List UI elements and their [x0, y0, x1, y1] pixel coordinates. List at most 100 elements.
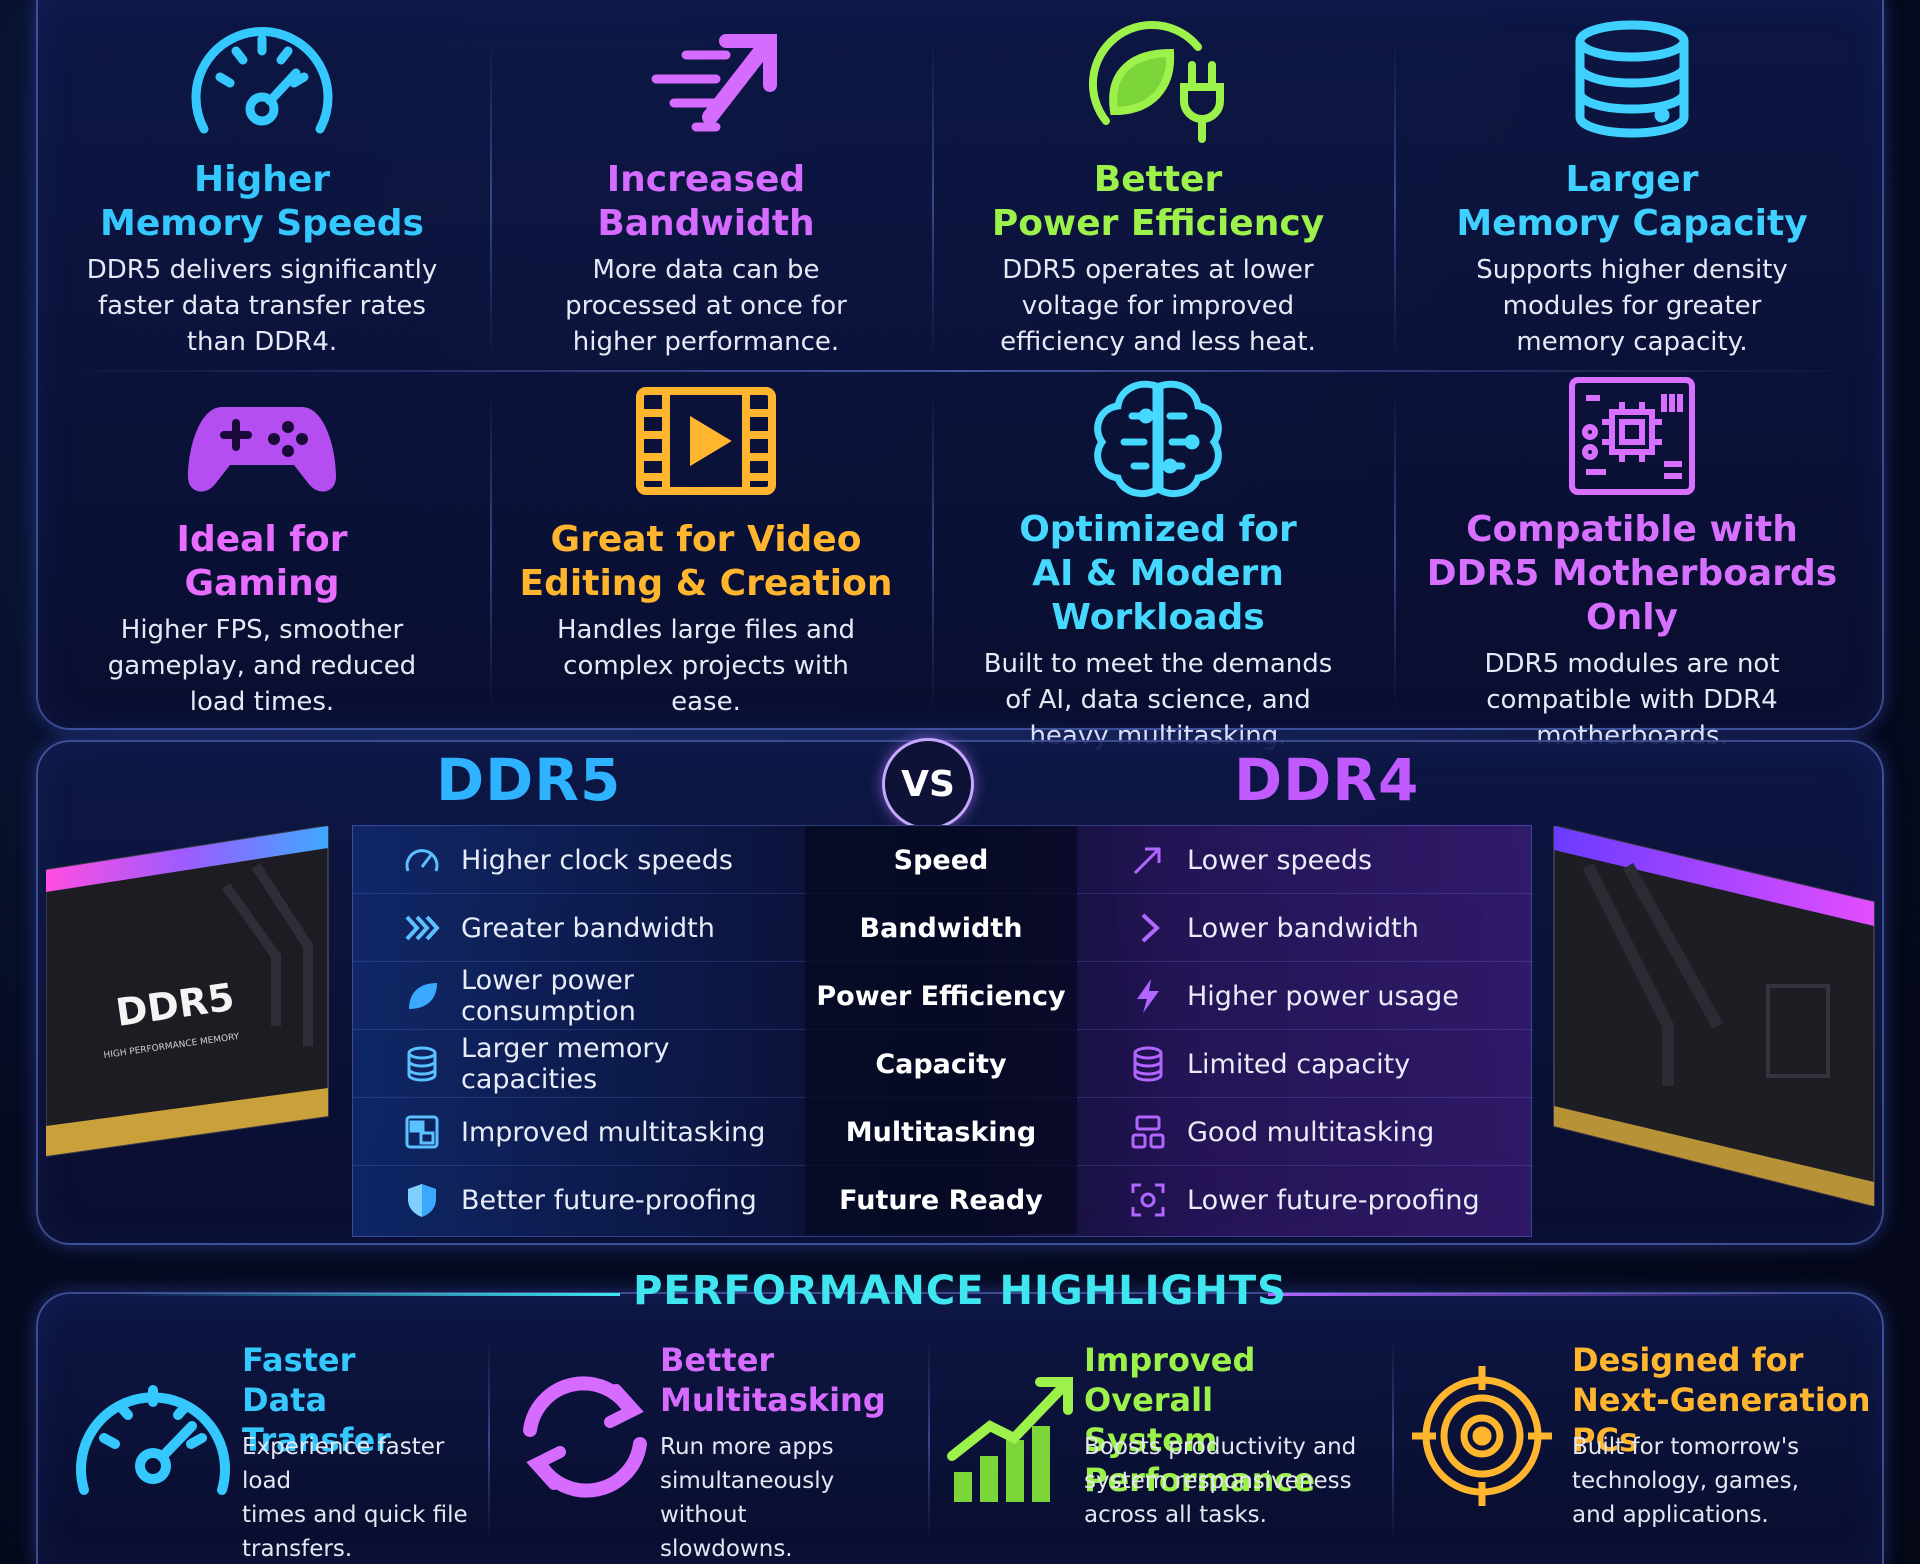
arrow-up-right-icon — [621, 12, 791, 152]
ddr4-value: Lower bandwidth — [1187, 912, 1419, 944]
chevron-icon — [1129, 909, 1167, 947]
metric-label: Future Ready — [805, 1166, 1077, 1234]
ddr5-cell: Higher clock speeds — [353, 826, 805, 894]
ddr4-cell: Lower speeds — [1077, 826, 1533, 894]
table-row: Higher clock speeds Speed Lower speeds — [353, 826, 1533, 894]
divider — [1394, 40, 1396, 360]
metric-label: Speed — [805, 826, 1077, 894]
ddr4-value: Lower speeds — [1187, 844, 1373, 876]
divider — [932, 390, 934, 710]
ddr5-cell: Lower power consumption — [353, 962, 805, 1030]
ddr5-cell: Larger memory capacities — [353, 1030, 805, 1098]
expand-icon — [1129, 1181, 1167, 1219]
table-row: Lower power consumption Power Efficiency… — [353, 962, 1533, 1030]
highlights-title: PERFORMANCE HIGHLIGHTS — [633, 1268, 1287, 1314]
brain-icon — [1073, 372, 1243, 502]
ddr4-value: Good multitasking — [1187, 1116, 1435, 1148]
metric-label: Bandwidth — [805, 894, 1077, 962]
gamepad-icon — [177, 372, 347, 512]
windows-icon — [1129, 1113, 1167, 1151]
database-icon — [1129, 1045, 1167, 1083]
ddr5-value: Better future-proofing — [461, 1184, 757, 1216]
divider — [1394, 390, 1396, 710]
ddr5-value: Lower power consumption — [461, 965, 636, 1027]
ddr4-ram-image — [1548, 824, 1878, 1208]
title-rule — [1268, 1293, 1798, 1296]
ddr4-value: Higher power usage — [1187, 980, 1459, 1012]
cycle-arrows-icon — [500, 1360, 670, 1510]
divider — [488, 1340, 490, 1540]
ddr4-cell: Lower future-proofing — [1077, 1166, 1533, 1234]
ddr5-value: Greater bandwidth — [461, 912, 715, 944]
comparison-table: Higher clock speeds Speed Lower speeds G… — [352, 825, 1533, 1237]
metric-label: Capacity — [805, 1030, 1077, 1098]
metric-label: Power Efficiency — [805, 962, 1077, 1030]
table-row: Larger memory capacities Capacity Limite… — [353, 1030, 1533, 1098]
target-icon — [1404, 1360, 1574, 1510]
windows-icon — [403, 1113, 441, 1151]
divider — [1392, 1340, 1394, 1540]
speedometer-icon — [68, 1360, 238, 1510]
chevrons-icon — [403, 909, 441, 947]
database-icon — [1547, 12, 1717, 152]
ddr4-cell: Lower bandwidth — [1077, 894, 1533, 962]
ddr4-cell: Good multitasking — [1077, 1098, 1533, 1166]
leaf-plug-icon — [1073, 12, 1243, 152]
arrow-icon — [1129, 841, 1167, 879]
divider — [40, 370, 1880, 372]
divider — [932, 40, 934, 360]
divider — [928, 1340, 930, 1540]
database-icon — [403, 1045, 441, 1083]
bolt-icon — [1129, 977, 1167, 1015]
title-rule — [120, 1293, 620, 1296]
ddr5-value: Larger memory capacities — [461, 1033, 670, 1095]
shield-icon — [403, 1181, 441, 1219]
ddr4-value: Limited capacity — [1187, 1048, 1411, 1080]
ddr4-title: DDR4 — [1234, 746, 1420, 814]
divider — [490, 40, 492, 360]
speedometer-icon — [177, 12, 347, 152]
film-play-icon — [621, 372, 791, 512]
gauge-icon — [403, 841, 441, 879]
ddr4-cell: Higher power usage — [1077, 962, 1533, 1030]
features-panel — [36, 0, 1884, 730]
ddr5-value: Higher clock speeds — [461, 844, 733, 876]
vs-badge: VS — [882, 738, 974, 830]
divider — [490, 390, 492, 710]
motherboard-icon — [1547, 372, 1717, 502]
table-row: Greater bandwidth Bandwidth Lower bandwi… — [353, 894, 1533, 962]
table-row: Better future-proofing Future Ready Lowe… — [353, 1166, 1533, 1234]
ddr4-value: Lower future-proofing — [1187, 1184, 1480, 1216]
ddr5-ram-image: DDR5 HIGH PERFORMANCE MEMORY — [45, 824, 336, 1186]
